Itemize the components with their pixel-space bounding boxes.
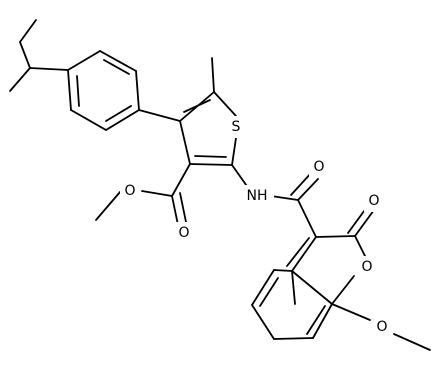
bond (141, 190, 173, 197)
bond (76, 75, 80, 107)
bond (135, 70, 140, 111)
bond (99, 50, 137, 72)
bond (354, 235, 367, 259)
bond (194, 155, 227, 158)
bond (9, 67, 31, 92)
bond (273, 269, 293, 272)
bond (183, 99, 211, 113)
bond (171, 195, 179, 226)
bond (95, 191, 121, 221)
bond (211, 57, 215, 93)
bond (354, 209, 375, 237)
bond (297, 199, 317, 238)
bond (29, 67, 69, 71)
bond (105, 109, 140, 131)
bond (331, 275, 355, 305)
atom-label-lactone-carbonyl-oxygen: O (368, 193, 379, 209)
bond (290, 171, 313, 196)
atom-label-sulfur: S (232, 119, 241, 135)
atom-label-ester-carbonyl-oxygen: O (178, 225, 189, 241)
bond-group (9, 19, 431, 351)
bond (105, 105, 132, 122)
bond (251, 304, 275, 340)
bond (291, 270, 333, 305)
bond (189, 163, 233, 166)
bond (171, 163, 191, 197)
bond (19, 41, 31, 69)
bond (273, 337, 314, 340)
atom-label-lactone-ring-oxygen: O (361, 259, 372, 275)
bond (103, 59, 130, 75)
bond (393, 333, 431, 351)
bond (179, 192, 187, 223)
bond (347, 206, 368, 234)
bond (213, 91, 237, 117)
bond (19, 19, 37, 43)
bond (312, 303, 333, 339)
bond (67, 50, 101, 71)
atom-label-ester-methoxy-oxygen: O (124, 183, 135, 199)
bond (315, 235, 356, 238)
bond (138, 109, 181, 122)
bond (331, 303, 371, 321)
bond (306, 305, 326, 335)
bond (291, 236, 317, 272)
atom-label-amide-oxygen: O (313, 159, 324, 175)
bond (297, 178, 319, 201)
bond (179, 120, 191, 165)
atom-label-group: S NH O O O O O O (120, 116, 392, 338)
bond (270, 195, 299, 201)
bond (291, 270, 296, 305)
bond (286, 237, 310, 267)
atom-label-amide-nitrogen: NH (247, 188, 268, 204)
bond (259, 277, 279, 307)
bond (231, 137, 237, 166)
bond (67, 69, 72, 111)
bond (70, 109, 107, 131)
atom-label-methoxy-oxygen: O (376, 319, 387, 335)
bond (251, 269, 275, 306)
